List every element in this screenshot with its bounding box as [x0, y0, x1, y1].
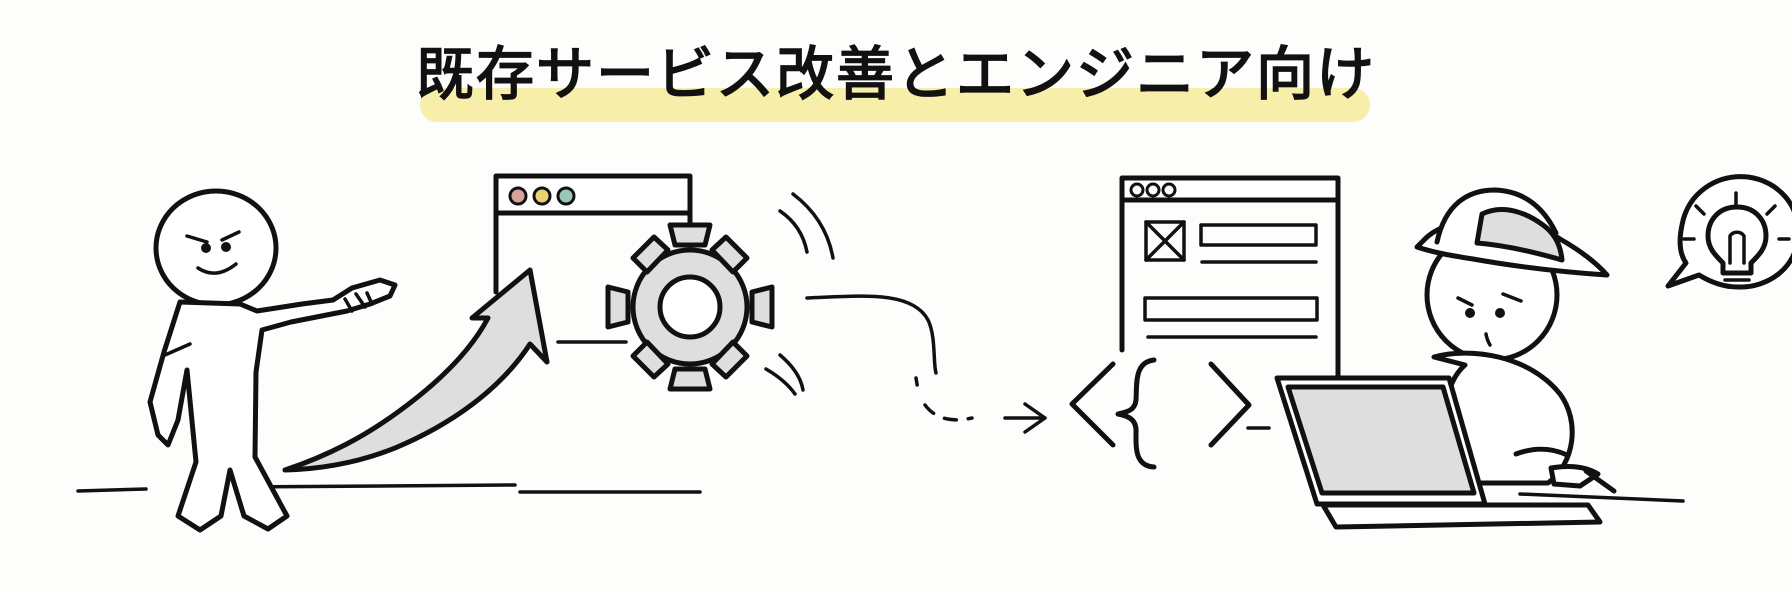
- title-highlight: [420, 88, 1370, 122]
- ground-lines: [76, 483, 1685, 503]
- browser-window-icon: [1119, 175, 1341, 383]
- dashed-arrow-icon: [805, 294, 1047, 434]
- page-title: 既存サービス改善とエンジニア向け: [415, 40, 1376, 108]
- laptop-icon: [1274, 375, 1617, 530]
- lightbulb-icon: [1682, 191, 1791, 289]
- gear-icon: [605, 192, 835, 396]
- up-arrow-icon: [282, 267, 550, 473]
- browser-window-icon: [493, 173, 693, 344]
- pointing-person-icon: [147, 188, 398, 533]
- speech-bubble-icon: [1665, 174, 1792, 290]
- code-brackets-icon: [1069, 357, 1271, 470]
- hat-icon: [1434, 187, 1565, 263]
